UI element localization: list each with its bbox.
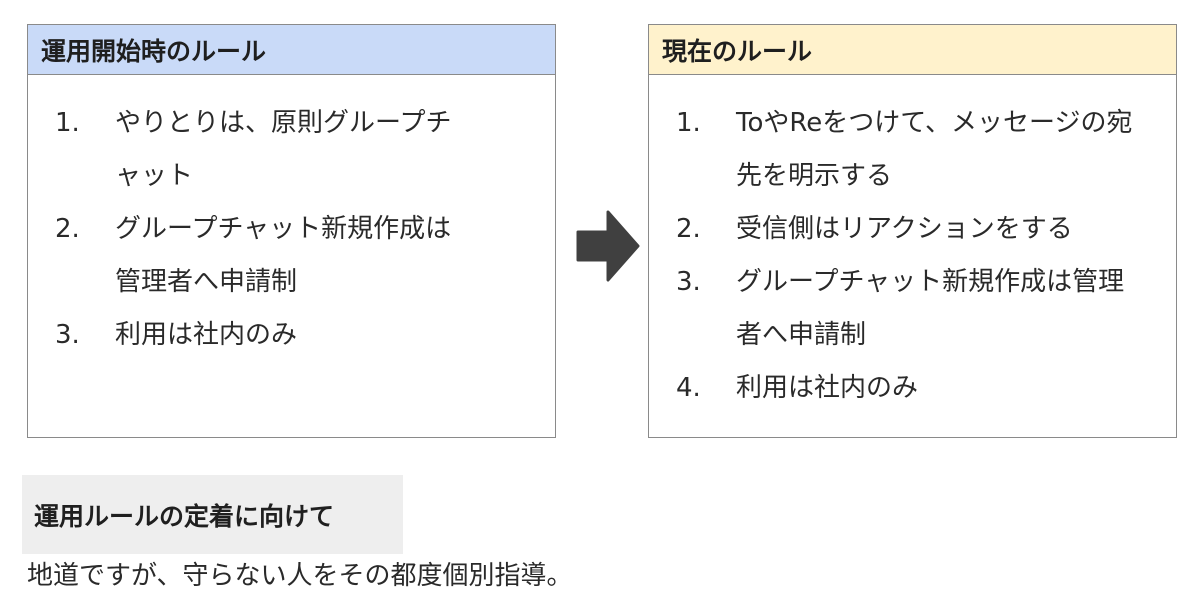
list-item-text: やりとりは、原則グループチャット — [115, 108, 452, 191]
current-rules-title: 現在のルール — [649, 25, 1176, 75]
list-item-text: 利用は社内のみ — [736, 373, 919, 403]
current-rules-box: 現在のルール 1. ToやReをつけて、メッセージの宛先を明示する 2. 受信側… — [648, 24, 1177, 438]
list-item: 2. 受信側はリアクションをする — [649, 203, 1176, 256]
list-item-text: 受信側はリアクションをする — [736, 214, 1073, 244]
right-arrow-icon — [576, 210, 640, 282]
list-item-text: グループチャット新規作成は管理者へ申請制 — [115, 214, 452, 297]
section-heading: 運用ルールの定着に向けて — [22, 475, 403, 554]
list-item-text: ToやReをつけて、メッセージの宛先を明示する — [736, 108, 1133, 191]
list-item-text: グループチャット新規作成は管理者へ申請制 — [736, 267, 1125, 350]
list-item: 1. やりとりは、原則グループチャット — [28, 97, 555, 203]
initial-rules-box: 運用開始時のルール 1. やりとりは、原則グループチャット 2. グループチャッ… — [27, 24, 556, 438]
section-body-text: 地道ですが、守らない人をその都度個別指導。 — [27, 561, 573, 591]
list-item-number: 4. — [676, 373, 701, 403]
list-item: 4. 利用は社内のみ — [649, 362, 1176, 415]
list-item-number: 1. — [676, 108, 701, 138]
list-item-number: 2. — [55, 214, 80, 244]
list-item: 2. グループチャット新規作成は管理者へ申請制 — [28, 203, 555, 309]
list-item: 3. グループチャット新規作成は管理者へ申請制 — [649, 256, 1176, 362]
list-item-number: 3. — [55, 320, 80, 350]
current-rules-list: 1. ToやReをつけて、メッセージの宛先を明示する 2. 受信側はリアクション… — [649, 75, 1176, 415]
list-item: 3. 利用は社内のみ — [28, 309, 555, 362]
list-item-number: 2. — [676, 214, 701, 244]
list-item-text: 利用は社内のみ — [115, 320, 298, 350]
initial-rules-list: 1. やりとりは、原則グループチャット 2. グループチャット新規作成は管理者へ… — [28, 75, 555, 362]
list-item: 1. ToやReをつけて、メッセージの宛先を明示する — [649, 97, 1176, 203]
list-item-number: 1. — [55, 108, 80, 138]
initial-rules-title: 運用開始時のルール — [28, 25, 555, 75]
list-item-number: 3. — [676, 267, 701, 297]
